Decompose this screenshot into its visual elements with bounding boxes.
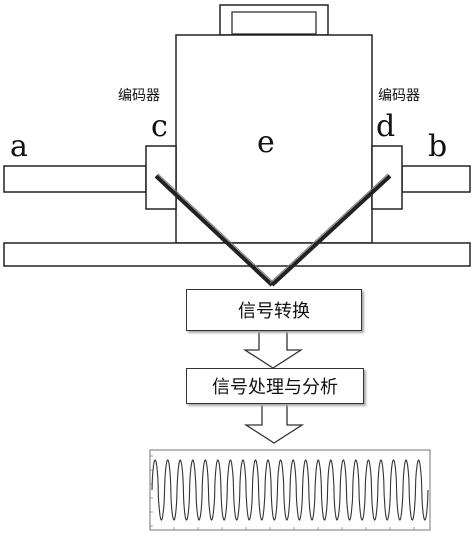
waveform-line (151, 459, 429, 521)
shaft-a (3, 165, 147, 193)
main-body-e (175, 34, 373, 244)
flow-arrow-1 (242, 330, 304, 369)
signal-processing-box: 信号处理与分析 (186, 368, 364, 404)
waveform-plot (149, 449, 431, 531)
signal-cables (154, 173, 392, 287)
label-a: a (10, 129, 28, 164)
shaft-b (401, 165, 471, 193)
flow-arrow-2 (243, 403, 305, 444)
label-b: b (428, 129, 448, 164)
signal-conversion-box: 信号转换 (186, 289, 362, 331)
top-handle-inner (231, 11, 317, 35)
label-c: c (151, 109, 168, 144)
label-d: d (376, 109, 396, 144)
encoder-label-left: 编码器 (118, 88, 160, 104)
encoder-label-right: 编码器 (378, 88, 420, 104)
label-e: e (257, 125, 275, 160)
